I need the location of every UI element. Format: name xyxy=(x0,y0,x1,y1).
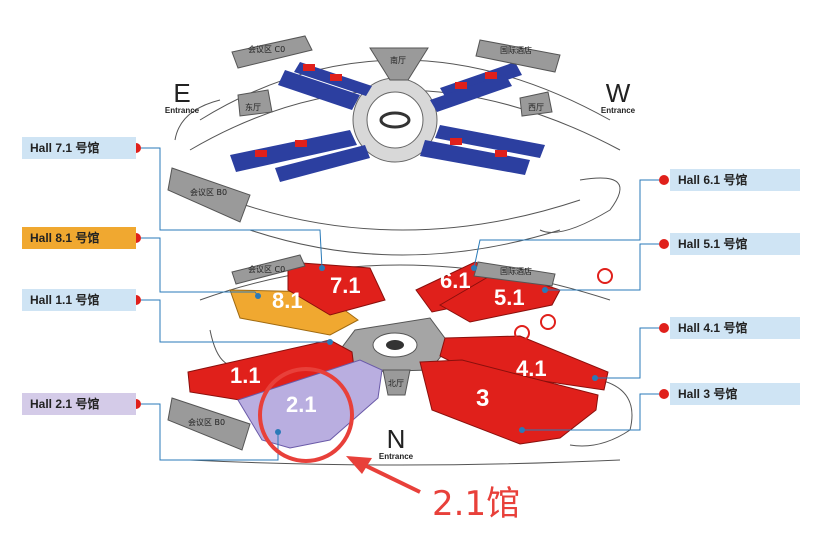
north-entrance-text: Entrance xyxy=(378,452,414,461)
hall-num-51: 5.1 xyxy=(494,285,525,310)
hall-num-81: 8.1 xyxy=(272,288,303,313)
hall-41-shape xyxy=(439,335,609,391)
callout-arrow xyxy=(346,456,421,494)
upper-level-map xyxy=(174,59,621,256)
west-entrance-marker: W Entrance xyxy=(596,80,640,115)
upper-red-markers xyxy=(255,64,507,157)
upper-buildings xyxy=(167,35,561,223)
highlight-hall-21 xyxy=(258,367,354,463)
label-hall-71: Hall 7.1 号馆 xyxy=(22,137,136,159)
svg-text:国际酒店: 国际酒店 xyxy=(500,266,532,276)
hall-num-41: 4.1 xyxy=(516,356,547,381)
hall-3-shape xyxy=(419,359,599,445)
hall-num-61: 6.1 xyxy=(440,268,471,293)
north-entrance-marker: N Entrance xyxy=(374,426,418,461)
leader-lines xyxy=(136,147,664,461)
svg-text:西厅: 西厅 xyxy=(528,103,544,112)
hall-num-11: 1.1 xyxy=(230,363,261,388)
east-letter: E xyxy=(173,78,191,108)
lower-center-plaza xyxy=(339,317,451,396)
label-hall-81: Hall 8.1 号馆 xyxy=(22,227,136,249)
metro-icons xyxy=(514,268,613,341)
label-hall-41: Hall 4.1 号馆 xyxy=(670,317,800,339)
svg-text:东厅: 东厅 xyxy=(245,102,261,112)
label-hall-11: Hall 1.1 号馆 xyxy=(22,289,136,311)
svg-text:北厅: 北厅 xyxy=(388,379,404,388)
hall-num-71: 7.1 xyxy=(330,273,361,298)
label-hall-61: Hall 6.1 号馆 xyxy=(670,169,800,191)
hall-pin-dots xyxy=(255,265,598,435)
callout-hall-21: 2.1馆 xyxy=(432,484,521,524)
svg-text:会议区 C0: 会议区 C0 xyxy=(248,264,285,274)
svg-text:会议区 C0: 会议区 C0 xyxy=(248,44,285,54)
label-hall-51: Hall 5.1 号馆 xyxy=(670,233,800,255)
label-hall-3: Hall 3 号馆 xyxy=(670,383,800,405)
north-letter: N xyxy=(386,424,406,454)
svg-text:会议区 B0: 会议区 B0 xyxy=(188,417,225,427)
lower-building-labels: 会议区 C0 国际酒店 会议区 B0 北厅 xyxy=(188,264,532,427)
hall-num-3: 3 xyxy=(476,385,489,412)
upper-building-labels: 会议区 C0 南厅 国际酒店 东厅 西厅 会议区 B0 xyxy=(190,44,544,197)
upper-center-plaza xyxy=(352,77,438,163)
svg-text:会议区 B0: 会议区 B0 xyxy=(190,187,227,197)
svg-text:南厅: 南厅 xyxy=(390,55,406,65)
east-entrance-marker: E Entrance xyxy=(160,80,204,115)
hall-num-21: 2.1 xyxy=(286,392,317,417)
east-entrance-text: Entrance xyxy=(164,106,200,115)
label-hall-21: Hall 2.1 号馆 xyxy=(22,393,136,415)
hall-71-shape xyxy=(287,261,386,316)
lower-buildings xyxy=(167,254,556,451)
west-entrance-text: Entrance xyxy=(600,106,636,115)
west-letter: W xyxy=(605,78,631,108)
svg-text:国际酒店: 国际酒店 xyxy=(500,45,532,55)
hall-numbers: 7.1 8.1 1.1 2.1 6.1 5.1 4.1 3 xyxy=(230,268,547,417)
